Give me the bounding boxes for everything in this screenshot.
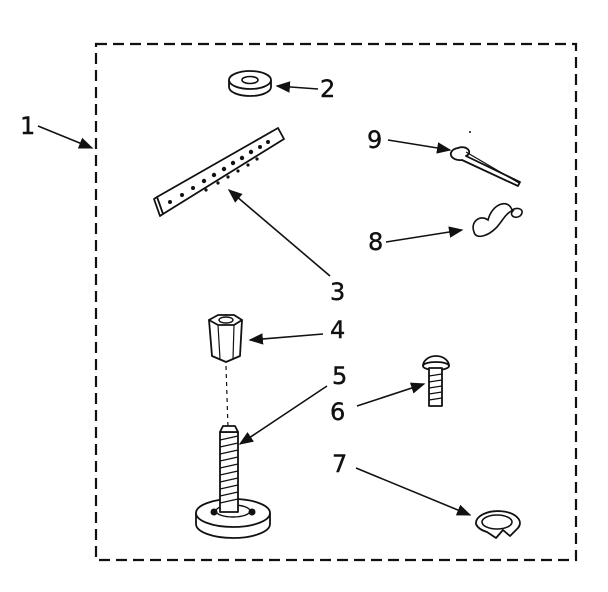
callout-6: 6 [330,398,345,426]
callout-1: 1 [20,112,35,140]
bolt-part [422,355,450,407]
callout-5: 5 [332,362,347,390]
leader-8 [385,226,464,243]
leveling-leg-part [195,425,271,539]
leader-7 [355,467,472,516]
clamp-part [475,510,521,539]
cotter-pin-part [449,131,521,187]
leader-3 [227,189,331,277]
leader-4 [248,333,324,345]
alignment-line [225,365,229,429]
washer-part [228,70,272,97]
leader-2 [275,81,319,93]
callout-2: 2 [320,75,335,103]
leader-5 [238,385,328,445]
wire-clip-part [472,202,523,238]
leader-9 [387,139,452,154]
bracket-part [153,127,285,217]
callout-9: 9 [367,126,382,154]
callout-4: 4 [330,316,345,344]
coupling-nut-part [208,314,243,363]
leader-1 [37,125,94,149]
callout-8: 8 [368,228,383,256]
callout-7: 7 [332,450,347,478]
kit-boundary [94,42,578,562]
leader-6 [356,382,426,407]
callout-3: 3 [330,278,345,306]
